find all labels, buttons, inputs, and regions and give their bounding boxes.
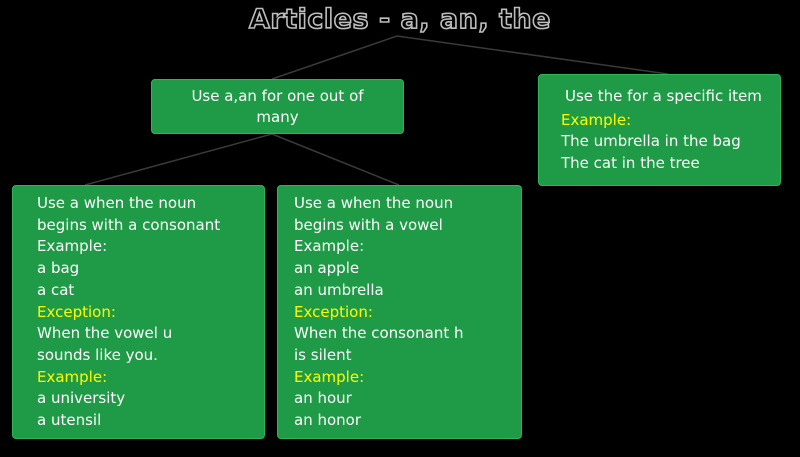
node-consonant-exception-example: a utensil — [37, 411, 102, 430]
node-consonant-example: a cat — [37, 280, 75, 299]
node-vowel-exception-example-label: Example: — [294, 367, 365, 386]
node-vowel-example-label: Example: — [294, 237, 365, 256]
node-consonant-exception-label: Exception: — [37, 302, 116, 321]
node-the-example: The cat in the tree — [561, 154, 700, 173]
node-consonant: Use a when the noun begins with a conson… — [12, 185, 265, 439]
node-consonant-example: a bag — [37, 259, 80, 278]
node-the-example: The umbrella in the bag — [561, 132, 741, 151]
node-vowel-line: Use a when the noun — [294, 194, 454, 212]
node-a-an: Use a,an for one out of many — [151, 79, 404, 134]
connector-a-an-to-consonant — [84, 133, 273, 186]
node-vowel: Use a when the noun begins with a vowel … — [277, 185, 522, 439]
node-consonant-line: Use a when the noun — [37, 194, 197, 212]
diagram-title: Articles - a, an, the — [248, 3, 551, 36]
node-the-example-label: Example: — [561, 110, 632, 129]
connector-title-to-the — [396, 35, 669, 75]
node-vowel-example: an umbrella — [294, 280, 384, 299]
node-the: Use the for a specific item Example: The… — [538, 74, 781, 186]
node-consonant-exception-line: When the vowel u — [37, 324, 173, 343]
node-consonant-exception-line: sounds like you. — [37, 345, 158, 364]
node-a-an-line: many — [256, 108, 299, 126]
node-consonant-exception-example-label: Example: — [37, 367, 108, 386]
node-consonant-exception-example: a university — [37, 389, 126, 408]
connector-a-an-to-vowel — [271, 133, 400, 186]
node-vowel-line: begins with a vowel — [294, 215, 443, 234]
connector-title-to-a-an — [271, 35, 398, 80]
node-a-an-line: Use a,an for one out of — [191, 87, 364, 105]
node-vowel-exception-example: an honor — [294, 411, 362, 430]
node-vowel-exception-label: Exception: — [294, 302, 373, 321]
node-consonant-line: begins with a consonant — [37, 215, 221, 234]
node-consonant-example-label: Example: — [37, 237, 108, 256]
node-vowel-example: an apple — [294, 259, 360, 278]
node-vowel-exception-line: is silent — [294, 345, 352, 364]
node-vowel-exception-example: an hour — [294, 389, 352, 408]
node-vowel-exception-line: When the consonant h — [294, 324, 464, 343]
node-the-line: Use the for a specific item — [565, 87, 762, 105]
